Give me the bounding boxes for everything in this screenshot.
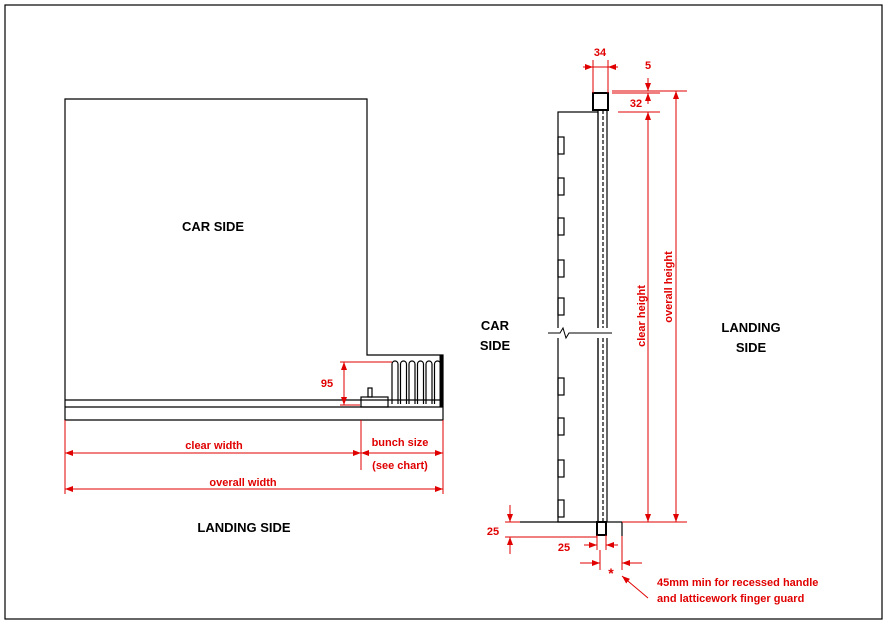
panel-tabs: [557, 136, 565, 518]
landing-side-label: LANDING SIDE: [197, 520, 291, 535]
clear-width-label: clear width: [185, 440, 243, 452]
pleat: [416, 360, 425, 404]
car-side-label: CAR SIDE: [182, 219, 244, 234]
bunch-size-label: bunch size: [372, 437, 429, 449]
note-line-1: 45mm min for recessed handle: [657, 577, 818, 589]
head-track: [592, 92, 609, 111]
panel-tab: [557, 459, 565, 478]
handle: [360, 396, 389, 408]
panel-tab: [557, 417, 565, 436]
section-car-label-1: CAR: [481, 318, 510, 333]
break-line: [548, 326, 612, 340]
panel-tab: [557, 377, 565, 396]
overall-height-label: overall height: [663, 251, 675, 323]
dim-25-horizontal: 25: [558, 542, 570, 554]
panel-tab: [557, 259, 565, 278]
sheet-border: [4, 4, 883, 620]
section-view: CAR SIDE LANDING SIDE 34 5 32 clear heig…: [480, 47, 819, 605]
plan-view: CAR SIDE LANDING SIDE 95 clear width bun…: [64, 98, 444, 535]
section-landing-label-2: SIDE: [736, 340, 767, 355]
dim-5: 5: [645, 60, 651, 72]
dim-32: 32: [630, 98, 642, 110]
section-landing-label-1: LANDING: [721, 320, 780, 335]
panel-tab: [557, 499, 565, 518]
dim-34: 34: [594, 47, 607, 59]
door-pleats: [391, 360, 442, 404]
asterisk: *: [608, 565, 614, 581]
dim-95: 95: [321, 378, 333, 390]
panel-tab: [557, 217, 565, 236]
car-outline: [64, 98, 444, 421]
pleat: [399, 360, 408, 404]
panel-tab: [557, 136, 565, 155]
overall-width-label: overall width: [209, 477, 277, 489]
panel-tab: [557, 297, 565, 316]
pleat: [425, 360, 433, 404]
panel-tab: [557, 177, 565, 196]
section-car-label-2: SIDE: [480, 338, 511, 353]
see-chart-label: (see chart): [372, 460, 428, 472]
note-line-2: and latticework finger guard: [657, 593, 804, 605]
pleat: [391, 360, 399, 404]
sill-channel: [596, 521, 607, 536]
pleat: [408, 360, 416, 404]
clear-height-label: clear height: [636, 285, 648, 347]
dim-25-vertical: 25: [487, 526, 499, 538]
